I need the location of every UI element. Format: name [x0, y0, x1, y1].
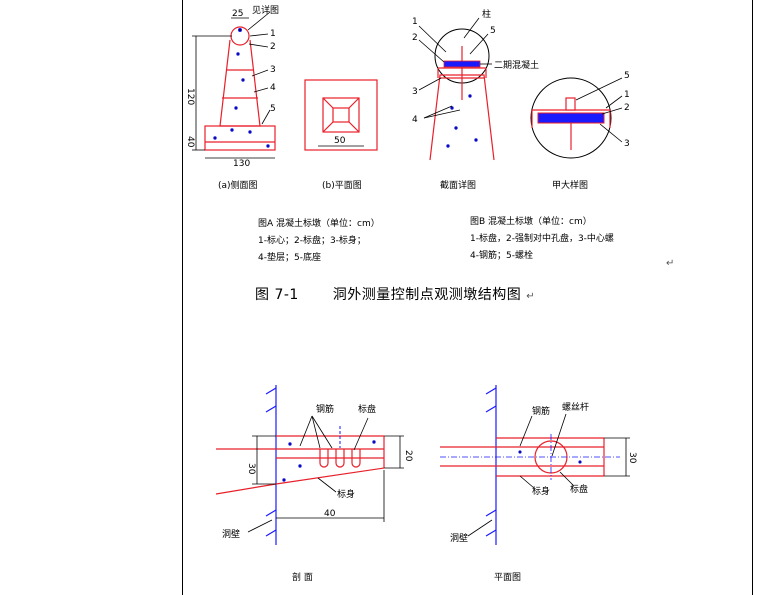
side-dim-base-height: 40	[185, 136, 195, 148]
figure-title: 洞外测量控制点观测墩结构图	[332, 287, 522, 303]
paragraph-mark: ↵	[666, 258, 675, 269]
notes-right-line-1: 图B 混凝土标墩（单位：cm）	[470, 217, 592, 227]
detail-circle	[530, 77, 612, 159]
lower-left-caption: 剖 面	[292, 571, 313, 583]
detail-label-5: 5	[624, 71, 630, 81]
notes-left-line-3: 4-垫层；5-底座	[258, 253, 321, 263]
plan-view-drawing	[304, 79, 378, 151]
detail-leaders	[575, 77, 623, 143]
lower-right-label-wall: 洞壁	[450, 532, 468, 544]
left-page-border	[182, 0, 183, 595]
notes-left-line-1: 图A 混凝土标墩（单位：cm）	[258, 219, 380, 229]
lower-right-wall	[485, 385, 497, 545]
notes-right: 图B 混凝土标墩（单位：cm） 1-标盘，2-强制对中孔盘，3-中心螺 4-钢筋…	[470, 214, 614, 265]
plan-caption: (b)平面图	[322, 180, 362, 191]
figure-caption: 图 7-1 洞外测量控制点观测墩结构图 ↵	[255, 284, 535, 304]
lower-right-label-center: 螺丝杆	[562, 401, 589, 413]
lower-left-hatch	[282, 426, 376, 482]
section-label-1: 1	[412, 17, 418, 27]
lower-left-drawing	[215, 435, 385, 495]
section-label-3: 3	[412, 87, 418, 97]
lower-right-centerlines	[440, 434, 620, 480]
side-view-dimensions	[192, 11, 275, 159]
side-label-3: 3	[270, 65, 276, 75]
section-label-mortar: 二期混凝土	[494, 59, 539, 71]
side-dim-top: 25	[232, 9, 243, 19]
side-dim-width: 130	[233, 159, 250, 169]
lower-right-label-plate: 标盘	[570, 483, 588, 495]
lower-left-wall	[265, 385, 277, 545]
side-dim-height: 120	[185, 88, 195, 105]
side-view-hatch	[213, 28, 270, 148]
lower-right-dim-h: 30	[627, 452, 637, 464]
figure-number: 图 7-1	[255, 287, 299, 303]
detail-label-3: 3	[624, 139, 630, 149]
detail-label-2: 2	[624, 103, 630, 113]
section-view-drawing	[429, 46, 495, 161]
detail-caption: 甲大样图	[552, 179, 588, 191]
lower-right-caption: 平面图	[494, 572, 521, 583]
lower-left-label-bar: 钢筋	[316, 403, 334, 415]
lower-right-label-bar: 钢筋	[532, 405, 550, 417]
section-label-5: 5	[490, 26, 496, 36]
lower-left-dim-h2: 20	[403, 450, 413, 462]
lower-left-dim-h: 30	[246, 463, 256, 475]
notes-left: 图A 混凝土标墩（单位：cm） 1-标心；2-标盘；3-标身； 4-垫层；5-底…	[258, 216, 380, 267]
lower-right-label-body: 标身	[532, 485, 550, 497]
side-caption: (a)侧面图	[218, 179, 258, 191]
section-hatch	[446, 94, 478, 148]
detail-label-1: 1	[624, 90, 630, 100]
notes-left-line-2: 1-标心；2-标盘；3-标身；	[258, 236, 366, 246]
lower-left-label-body: 标身	[337, 488, 355, 500]
section-plate	[443, 60, 481, 68]
section-label-2: 2	[412, 33, 418, 43]
section-label-top: 柱	[482, 8, 491, 20]
lower-left-label-plate: 标盘	[358, 403, 376, 415]
side-view-drawing	[204, 26, 276, 151]
lower-left-dimensions	[247, 415, 404, 533]
section-caption: 截面详图	[440, 179, 476, 191]
lower-left-label-wall: 洞壁	[222, 528, 240, 540]
notes-right-line-2: 1-标盘，2-强制对中孔盘，3-中心螺	[470, 234, 614, 244]
side-label-1: 1	[270, 29, 276, 39]
notes-right-line-3: 4-钢筋；5-螺栓	[470, 251, 533, 261]
section-label-4: 4	[412, 115, 418, 125]
side-label-4: 4	[270, 83, 276, 93]
lower-left-dim-w: 40	[324, 509, 336, 519]
detail-drawing	[531, 97, 611, 150]
side-label-detail: 见详图	[252, 4, 279, 16]
caption-paragraph-mark: ↵	[526, 291, 536, 302]
right-page-border	[752, 0, 753, 595]
side-label-2: 2	[270, 42, 276, 52]
lower-right-dimensions	[467, 413, 630, 537]
side-label-5: 5	[270, 104, 276, 114]
plan-dim: 50	[334, 136, 346, 146]
section-leaders	[418, 17, 492, 119]
